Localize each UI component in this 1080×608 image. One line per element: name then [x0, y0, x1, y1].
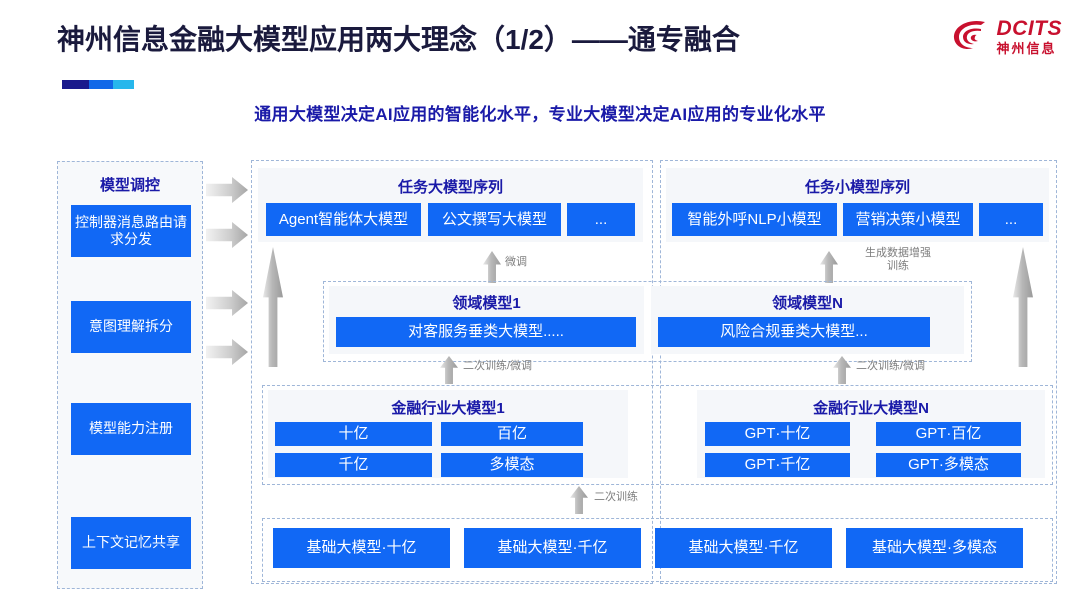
industry-model-1-title: 金融行业大模型1 [391, 400, 505, 417]
logo-en-text: DCITS [996, 16, 1062, 40]
flow-label-retrain-finetune-left: 二次训练/微调 [463, 360, 533, 372]
industry-n-box-gpt-shiyi[interactable]: GPT·十亿 [705, 422, 850, 446]
task-box-agent-model[interactable]: Agent智能体大模型 [266, 203, 421, 236]
industry-1-box-multimodal[interactable]: 多模态 [441, 453, 583, 477]
accent-segment-2 [89, 80, 113, 89]
flow-arrow-sidebar-3 [206, 290, 248, 316]
accent-segment-1 [62, 80, 90, 89]
flow-arrow-sidebar-2 [206, 222, 248, 248]
domain-model-1-box[interactable]: 对客服务垂类大模型..... [336, 317, 636, 347]
flow-label-finetune: 微调 [505, 256, 527, 268]
industry-1-box-baiyi[interactable]: 百亿 [441, 422, 583, 446]
flow-label-data-aug: 生成数据增强 训练 [865, 247, 931, 272]
dcits-logo: DCITS 神州信息 [951, 16, 1063, 56]
flow-arrow-sidebar-4 [206, 339, 248, 365]
industry-model-n-title: 金融行业大模型N [813, 400, 929, 417]
task-box-more-large[interactable]: ... [567, 203, 635, 236]
dcits-swirl-icon [953, 20, 985, 49]
task-small-model-title: 任务小模型序列 [804, 179, 910, 196]
base-model-box-multimodal[interactable]: 基础大模型·多模态 [846, 528, 1023, 568]
base-model-frame [262, 518, 1053, 582]
industry-model-frame [262, 385, 1053, 485]
sidebar-model-control: 模型调控 控制器消息路由请求分发 意图理解拆分 模型能力注册 上下文记忆共享 [57, 161, 203, 589]
domain-model-n-box[interactable]: 风险合规垂类大模型... [658, 317, 930, 347]
accent-segment-3 [112, 80, 134, 89]
task-box-more-small[interactable]: ... [979, 203, 1043, 236]
task-small-model-column-frame [660, 160, 1057, 584]
title-accent-rule [62, 80, 134, 89]
sidebar-title: 模型调控 [99, 177, 160, 194]
domain-model-frame [323, 281, 972, 362]
industry-n-box-gpt-multimodal[interactable]: GPT·多模态 [876, 453, 1021, 477]
task-box-nlp-outbound[interactable]: 智能外呼NLP小模型 [672, 203, 837, 236]
sidebar-item-context-memory[interactable]: 上下文记忆共享 [71, 517, 191, 569]
sidebar-item-intent-understanding[interactable]: 意图理解拆分 [71, 301, 191, 353]
flow-label-retrain: 二次训练 [594, 491, 638, 503]
flow-label-retrain-finetune-right: 二次训练/微调 [856, 360, 926, 372]
base-model-box-qianyi-1[interactable]: 基础大模型·千亿 [464, 528, 641, 568]
logo-cn-text: 神州信息 [996, 40, 1057, 56]
industry-n-box-gpt-qianyi[interactable]: GPT·千亿 [705, 453, 850, 477]
task-box-marketing[interactable]: 营销决策小模型 [843, 203, 973, 236]
flow-arrow-sidebar-1 [206, 177, 248, 203]
sidebar-item-capability-register[interactable]: 模型能力注册 [71, 403, 191, 455]
domain-model-n-title: 领域模型N [772, 295, 843, 312]
page-subtitle: 通用大模型决定AI应用的智能化水平，专业大模型决定AI应用的专业化水平 [254, 105, 826, 124]
base-model-box-qianyi-2[interactable]: 基础大模型·千亿 [655, 528, 832, 568]
industry-1-box-shiyi[interactable]: 十亿 [275, 422, 432, 446]
task-large-model-title: 任务大模型序列 [397, 179, 503, 196]
industry-n-box-gpt-baiyi[interactable]: GPT·百亿 [876, 422, 1021, 446]
industry-1-box-qianyi[interactable]: 千亿 [275, 453, 432, 477]
domain-model-1-title: 领域模型1 [452, 295, 521, 312]
task-box-document-model[interactable]: 公文撰写大模型 [428, 203, 561, 236]
page-title: 神州信息金融大模型应用两大理念（1/2）——通专融合 [57, 24, 740, 55]
sidebar-item-controller-routing[interactable]: 控制器消息路由请求分发 [71, 205, 191, 257]
base-model-box-shiyi[interactable]: 基础大模型·十亿 [273, 528, 450, 568]
task-large-model-column-frame [251, 160, 653, 584]
